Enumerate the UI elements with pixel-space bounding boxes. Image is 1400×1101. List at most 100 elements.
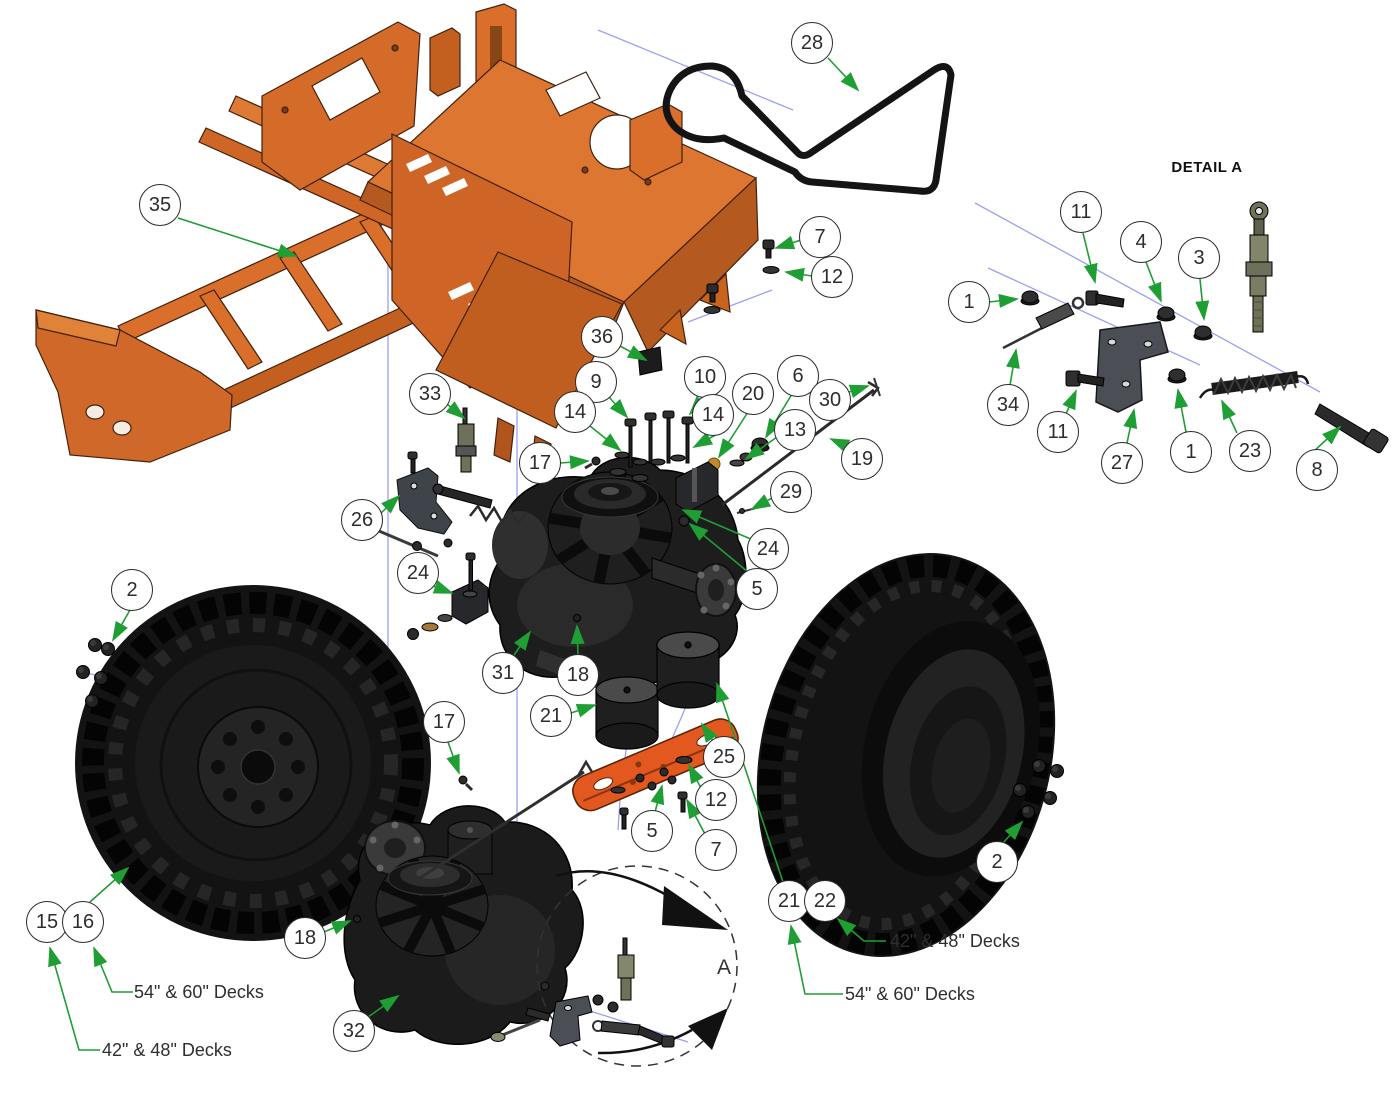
callout-24: 24 <box>397 552 439 594</box>
callout-15: 15 <box>26 901 68 943</box>
callout-number: 30 <box>818 388 842 411</box>
callout-number: 14 <box>701 403 725 426</box>
callout-2: 2 <box>976 841 1018 883</box>
deck-label-right-54-60: 54" & 60" Decks <box>845 984 975 1004</box>
callout-number: 3 <box>1193 246 1205 269</box>
callout-17: 17 <box>519 442 561 484</box>
callout-number: 11 <box>1070 200 1092 223</box>
callout-12: 12 <box>695 779 737 821</box>
drive-belt <box>662 62 955 195</box>
callout-number: 12 <box>820 265 844 288</box>
green-callout-arrows <box>48 57 1342 1051</box>
callout-20: 20 <box>732 373 774 415</box>
callout-number: 13 <box>783 418 807 441</box>
callout-number: 6 <box>792 364 804 387</box>
callout-number: 24 <box>406 561 430 584</box>
callout-number: 4 <box>1135 230 1147 253</box>
deck-label-left-42-48: 42" & 48" Decks <box>102 1040 232 1060</box>
callout-number: 17 <box>432 710 456 733</box>
callout-number: 7 <box>814 225 826 248</box>
callout-32: 32 <box>333 1010 375 1052</box>
callout-5: 5 <box>631 810 673 852</box>
callout-number: 1 <box>1185 440 1197 463</box>
callout-5: 5 <box>736 568 778 610</box>
callout-29: 29 <box>770 471 812 513</box>
callout-14: 14 <box>554 391 596 433</box>
callout-number: 21 <box>539 704 563 727</box>
callout-number: 33 <box>418 382 442 405</box>
callout-number: 8 <box>1311 458 1323 481</box>
callout-7: 7 <box>799 216 841 258</box>
callout-13: 13 <box>774 409 816 451</box>
detail-a-title: DETAIL A <box>1171 159 1243 176</box>
detail-reference-circle <box>490 865 738 1067</box>
callout-35: 35 <box>139 184 181 226</box>
callout-25: 25 <box>703 736 745 778</box>
detail-a-parts <box>1002 201 1389 454</box>
callout-2: 2 <box>111 569 153 611</box>
callout-number: 5 <box>751 577 763 600</box>
callout-number: 17 <box>528 451 552 474</box>
callout-18: 18 <box>557 654 599 696</box>
callout-3: 3 <box>1178 237 1220 279</box>
callout-1: 1 <box>1170 431 1212 473</box>
left-tire <box>75 585 431 941</box>
callout-number: 24 <box>756 537 780 560</box>
callout-number: 12 <box>704 788 728 811</box>
callout-number: 22 <box>813 889 837 912</box>
callout-24: 24 <box>747 528 789 570</box>
callout-12: 12 <box>811 256 853 298</box>
callout-7: 7 <box>695 829 737 871</box>
deck-label-right-42-48: 42" & 48" Decks <box>890 931 1020 951</box>
lug-nuts <box>76 638 1064 819</box>
callout-number: 9 <box>590 370 602 393</box>
callout-36: 36 <box>581 316 623 358</box>
detail-a-marker: A <box>717 956 732 979</box>
chassis-frame <box>35 3 759 479</box>
callout-number: 23 <box>1238 439 1262 462</box>
callout-1: 1 <box>948 281 990 323</box>
callout-number: 11 <box>1047 420 1069 443</box>
callout-number: 1 <box>963 290 975 313</box>
callout-number: 7 <box>710 838 722 861</box>
callout-6: 6 <box>777 355 819 397</box>
callout-17: 17 <box>423 701 465 743</box>
callout-19: 19 <box>841 438 883 480</box>
callout-number: 34 <box>996 393 1020 416</box>
callout-number: 28 <box>800 31 824 54</box>
callout-number: 2 <box>991 850 1003 873</box>
callout-10: 10 <box>684 356 726 398</box>
callout-28: 28 <box>791 22 833 64</box>
callout-14: 14 <box>692 394 734 436</box>
callout-number: 19 <box>850 447 874 470</box>
callout-33: 33 <box>409 373 451 415</box>
callout-number: 27 <box>1110 451 1134 474</box>
transaxle-lower <box>343 759 594 1046</box>
callout-4: 4 <box>1120 221 1162 263</box>
callout-number: 14 <box>563 400 587 423</box>
callout-number: 18 <box>566 663 590 686</box>
callout-number: 5 <box>646 819 658 842</box>
callout-27: 27 <box>1101 442 1143 484</box>
callout-number: 31 <box>491 661 515 684</box>
callout-18: 18 <box>284 917 326 959</box>
callout-number: 15 <box>35 910 59 933</box>
callout-number: 10 <box>693 365 717 388</box>
callout-16: 16 <box>62 901 104 943</box>
right-tire <box>756 553 1056 957</box>
rubber-isolators <box>595 631 720 750</box>
callout-34: 34 <box>987 384 1029 426</box>
callout-number: 20 <box>741 382 765 405</box>
callout-26: 26 <box>341 499 383 541</box>
callout-number: 18 <box>293 926 317 949</box>
callout-number: 32 <box>342 1019 366 1042</box>
callout-number: 36 <box>590 325 614 348</box>
callout-11: 11 <box>1037 411 1079 453</box>
callout-number: 35 <box>148 193 172 216</box>
callout-number: 2 <box>126 578 138 601</box>
callout-number: 25 <box>712 745 736 768</box>
callout-30: 30 <box>809 379 851 421</box>
callout-21: 21 <box>530 695 572 737</box>
